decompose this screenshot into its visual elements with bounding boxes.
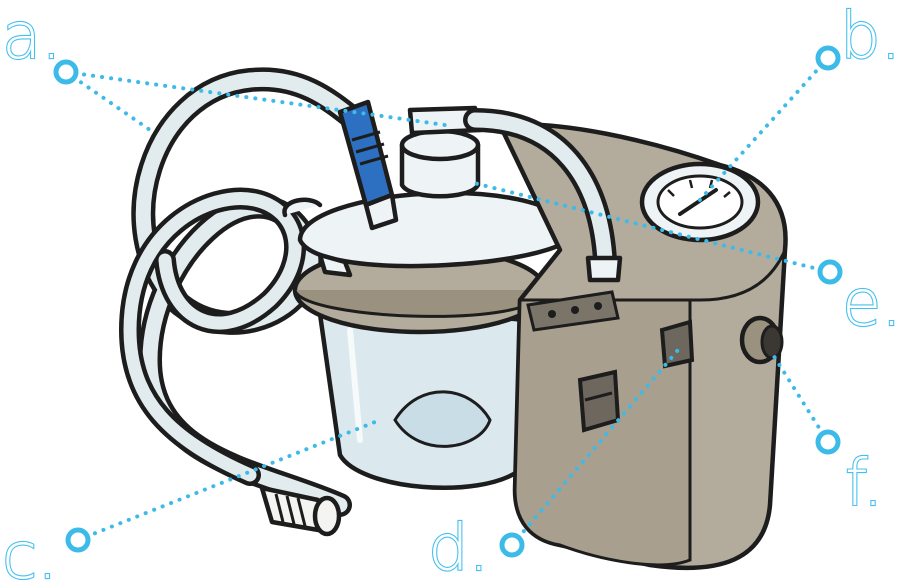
- callout-e: e.: [820, 262, 901, 341]
- callout-f: f.: [818, 432, 883, 521]
- callout-a-label: a.: [2, 0, 62, 74]
- vacuum-gauge: [642, 164, 758, 240]
- callout-a: a.: [2, 0, 76, 82]
- callout-b-marker: [818, 48, 838, 68]
- callout-f-marker: [818, 432, 838, 452]
- callout-c-label: c.: [2, 520, 58, 580]
- callout-d-label: d.: [428, 512, 489, 580]
- callout-b: b.: [818, 0, 901, 74]
- callout-f-label: f.: [845, 447, 883, 521]
- callout-c-marker: [68, 530, 88, 550]
- callout-b-label: b.: [840, 0, 901, 74]
- callout-d: d.: [428, 512, 522, 580]
- callout-e-marker: [820, 262, 840, 282]
- callout-e-label: e.: [842, 267, 901, 341]
- callout-d-marker: [502, 535, 522, 555]
- callout-c: c.: [2, 520, 88, 580]
